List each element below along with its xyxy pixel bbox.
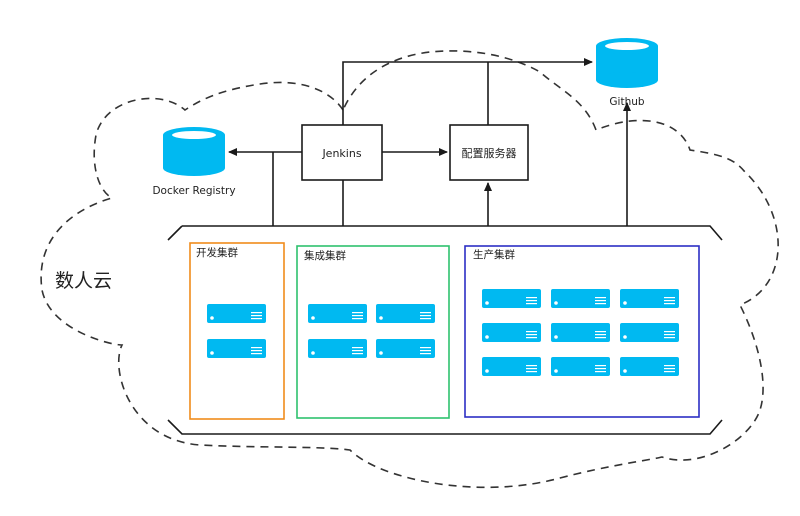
cloud-label: 数人云: [55, 270, 112, 292]
server-icon: [207, 304, 266, 323]
config-server-label: 配置服务器: [462, 147, 517, 160]
jenkins-node: Jenkins: [301, 124, 383, 181]
server-icon: [551, 289, 610, 308]
config-server-node: 配置服务器: [449, 124, 529, 181]
server-icon: [376, 339, 435, 358]
platform-outline: [167, 225, 723, 435]
dev-cluster: 开发集群: [189, 242, 285, 420]
server-icon: [482, 289, 541, 308]
server-icon: [308, 304, 367, 323]
server-icon: [551, 357, 610, 376]
database-icon: [163, 127, 225, 176]
integration-cluster-label: 集成集群: [304, 249, 346, 262]
integration-cluster: 集成集群: [296, 245, 450, 419]
server-icon: [376, 304, 435, 323]
production-cluster: 生产集群: [464, 245, 700, 418]
production-cluster-label: 生产集群: [473, 248, 515, 261]
server-icon: [620, 323, 679, 342]
github-label: Github: [609, 96, 644, 108]
database-icon: [596, 38, 658, 88]
jenkins-to-github-line: [342, 58, 593, 125]
jenkins-label: Jenkins: [321, 147, 361, 160]
dev-cluster-label: 开发集群: [196, 246, 238, 259]
server-icon: [551, 323, 610, 342]
server-icon: [308, 339, 367, 358]
github-node: Github: [596, 38, 658, 108]
server-icon: [207, 339, 266, 358]
server-icon: [482, 357, 541, 376]
server-icon: [620, 357, 679, 376]
server-icon: [482, 323, 541, 342]
server-icon: [620, 289, 679, 308]
docker-registry-label: Docker Registry: [152, 185, 235, 197]
cloud-boundary: [40, 50, 779, 489]
docker-registry-node: Docker Registry: [152, 127, 236, 197]
